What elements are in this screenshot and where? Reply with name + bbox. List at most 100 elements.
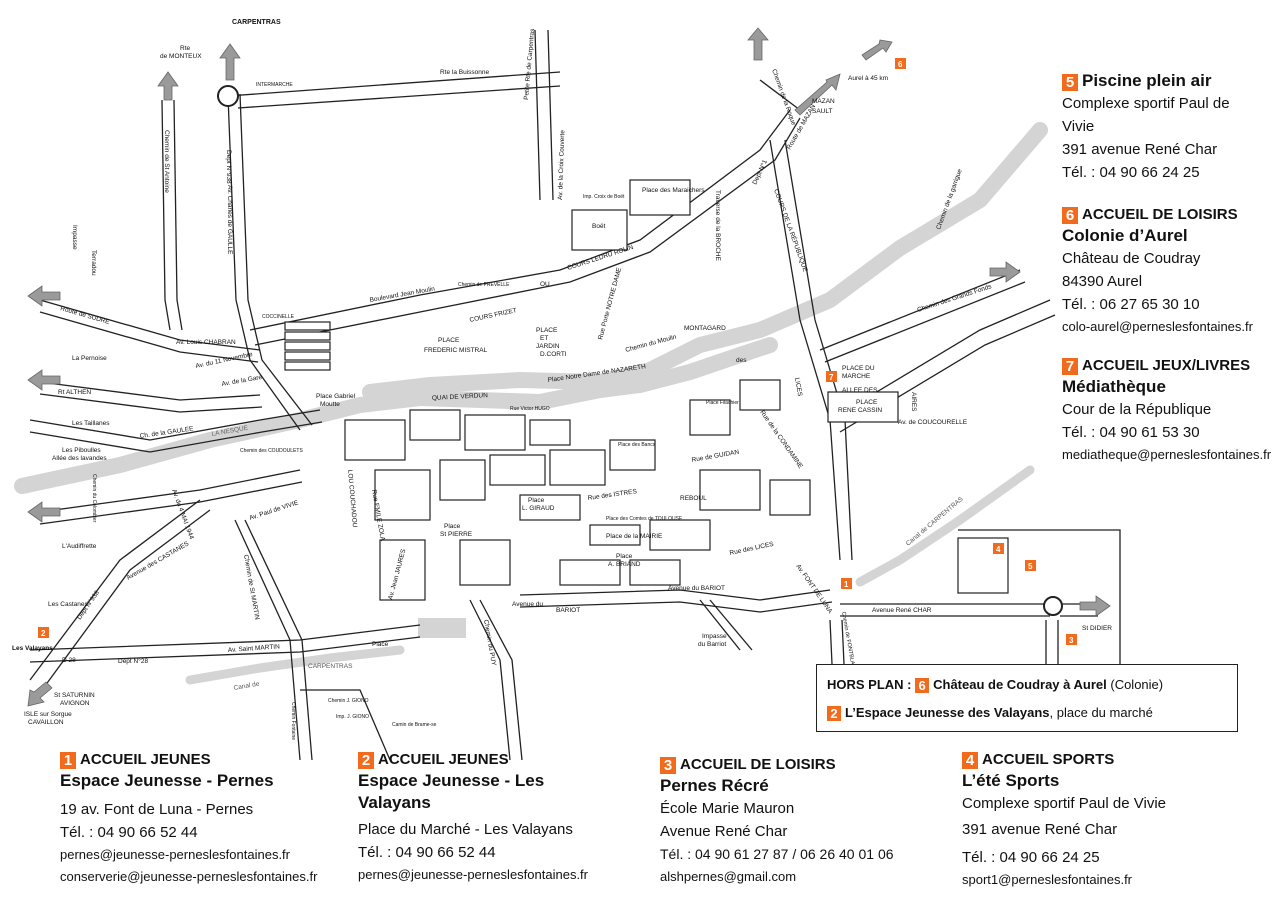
mediatheque-title: ACCUEIL JEUX/LIVRES (1082, 357, 1251, 374)
label-coccinelle: COCCINELLE (262, 314, 295, 320)
label-chemin-moulin: Chemin du Moulin (625, 334, 678, 354)
c4-line1: Complexe sportif Paul de Vivie (962, 795, 1166, 812)
colonie-title: ACCUEIL DE LOISIRS (1082, 206, 1238, 223)
label-chemin-giono: Chemin J. GIONO (328, 698, 369, 704)
arrow-saturnin-icon (27, 681, 53, 707)
map-badges: 6 7 1 2 3 4 5 (38, 58, 1077, 645)
label-font-luna: Av. FONT DE LUNA (794, 563, 833, 615)
roads (29, 29, 1121, 761)
label-rte-monteux-2: de MONTEUX (160, 53, 202, 60)
c1-email1[interactable]: pernes@jeunesse-perneslesfontaines.fr (60, 847, 290, 862)
label-quai-verdun: QUAI DE VERDUN (432, 392, 489, 402)
label-imp-giono: Imp. J. GIONO (336, 714, 369, 720)
label-place-bottom: Place (372, 641, 389, 648)
label-chemin-fontaine: Chemin Fontaine (290, 702, 296, 740)
label-castanes: Avenue des CASTANES (126, 540, 191, 582)
label-intermarche: INTERMARCHE (256, 82, 293, 88)
badge-4-label: 4 (962, 752, 978, 769)
label-avenue-bariot: Avenue du BARIOT (668, 585, 725, 592)
arrow-althen-icon (27, 369, 61, 391)
arrow-sudre-icon (27, 285, 61, 307)
badge-6-label: 6 (1062, 207, 1078, 224)
colonie-tel: Tél. : 06 27 65 30 10 (1062, 296, 1200, 313)
label-rene-char: Avenue René CHAR (872, 607, 932, 614)
label-lou-couchadou: LOU COUCHADOU (346, 470, 358, 528)
c2-email[interactable]: pernes@jeunesse-perneslesfontaines.fr (358, 867, 588, 882)
label-jean-moulin: Boulevard Jean Moulin (369, 286, 436, 304)
label-cours-republique: COURS DE LA RÉPUBLIQUE (772, 188, 811, 274)
canal-right (855, 465, 1035, 587)
c3-subtitle: Pernes Récré (660, 776, 769, 795)
hp-row2-bold: L’Espace Jeunesse des Valayans (845, 705, 1050, 720)
label-carpentras: CARPENTRAS (232, 19, 281, 26)
c4-line2: 391 avenue René Char (962, 821, 1118, 838)
label-paul-vivie: Av. Paul de VIVIE (248, 499, 299, 522)
label-rue-lices: Rue des LICES (729, 541, 775, 557)
c4-email[interactable]: sport1@perneslesfontaines.fr (962, 872, 1133, 887)
label-bancs: Place des Bancs (618, 442, 656, 448)
c1-line1: 19 av. Font de Luna - Pernes (60, 801, 254, 818)
label-impasse: Impasse (71, 225, 78, 250)
label-boet: Boët (592, 223, 606, 230)
label-charles-gaulle: Av. Charles de GAULLE (226, 185, 233, 255)
label-gabriel-moutte-2: Moutte (320, 401, 340, 408)
c3-tel: Tél. : 04 90 61 27 87 / 06 26 40 01 06 (660, 846, 894, 862)
label-coudoulets: Chemin des COUDOULETS (240, 448, 303, 454)
label-st-martin: Chemin de St MARTIN (242, 554, 260, 620)
c1-email2[interactable]: conserverie@jeunesse-perneslesfontaines.… (60, 869, 318, 884)
label-colombier: Chemin du Colombier (91, 474, 97, 523)
badge-5-label: 5 (1062, 74, 1078, 91)
c1-title: ACCUEIL JEUNES (80, 751, 211, 768)
hors-plan-label: HORS PLAN : (827, 677, 912, 692)
c3-title: ACCUEIL DE LOISIRS (680, 756, 836, 773)
badge-1 (841, 578, 852, 589)
label-dept-28: Dept N°28 (118, 657, 148, 665)
mediatheque-email[interactable]: mediatheque@perneslesfontaines.fr (1062, 447, 1272, 462)
c3-email[interactable]: alshpernes@gmail.com (660, 869, 797, 884)
label-place-fm-1: PLACE (438, 337, 460, 344)
c3-line1: École Marie Mauron (660, 800, 795, 817)
label-dept-938: Dept N°938 (225, 150, 233, 184)
label-place-maraichers: Place des Maraichers (642, 187, 705, 194)
label-mazan: MAZAN (812, 98, 835, 105)
label-istres: Rue des ISTRES (587, 488, 638, 502)
label-rene-cassin-2: RENE CASSIN (838, 407, 882, 414)
label-st-antoine: Chemin de St Antoine (163, 130, 170, 193)
label-isle-2: CAVAILLON (28, 719, 64, 726)
label-mairie: Place de la MAIRIE (606, 533, 663, 540)
arrow-north-east-icon (794, 73, 841, 116)
label-rene-cassin-1: PLACE (856, 399, 878, 406)
label-saturnin-1: St SATURNIN (54, 692, 95, 699)
label-saturnin-2: AVIGNON (60, 700, 90, 707)
label-impasse-barriot-2: du Barriot (698, 641, 726, 648)
c1-subtitle: Espace Jeunesse - Pernes (60, 771, 274, 790)
label-allee-des: ALLEE DES (842, 387, 878, 394)
label-gare: Av. de la Gare (221, 374, 263, 388)
label-bariot-2: BARIOT (556, 607, 580, 614)
c2-title: ACCUEIL JEUNES (378, 751, 509, 768)
hp-badge-6: 6 (915, 678, 930, 693)
label-isle-1: ISLE sur Sorgue (24, 711, 72, 718)
label-camin-brame: Camin de Brame-se (392, 722, 437, 728)
badge-3-label: 3 (660, 757, 676, 774)
colonie-email[interactable]: colo-aurel@perneslesfontaines.fr (1062, 319, 1253, 334)
mediatheque-subtitle: Médiathèque (1062, 377, 1166, 396)
label-giraud-1: Place (528, 497, 545, 504)
svg-text:3: 3 (1069, 636, 1074, 645)
label-giraud-2: L. GIRAUD (522, 505, 555, 512)
label-4-mai: Av. du 4 MAI 1944 (170, 488, 195, 540)
badge-4 (993, 543, 1004, 554)
label-gaulee: Ch. de la GAULEE (139, 425, 194, 440)
label-impasse-barriot-1: Impasse (702, 633, 727, 640)
label-st-pierre-1: Place (444, 523, 461, 530)
label-croix-couverte: Av. de la Croix Couverte (557, 130, 566, 200)
arrow-aurel-icon (861, 39, 893, 61)
c4-subtitle: L’été Sports (962, 771, 1060, 790)
label-aurel: Aurel à 45 km (848, 75, 888, 82)
